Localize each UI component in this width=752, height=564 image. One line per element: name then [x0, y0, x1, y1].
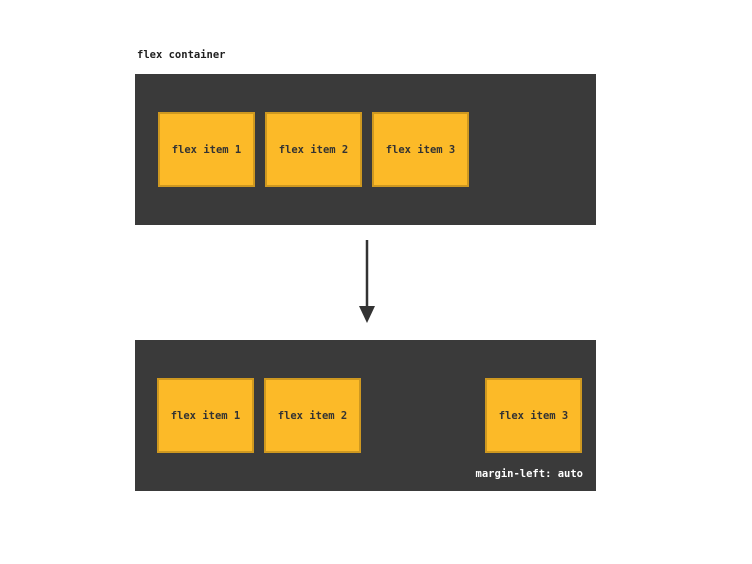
flex-container-label: flex container — [137, 49, 226, 61]
flex-container-before: flex item 1 flex item 2 flex item 3 — [135, 74, 596, 225]
flex-item-1: flex item 1 — [157, 378, 254, 453]
flex-item-1: flex item 1 — [158, 112, 255, 187]
flex-container-after: flex item 1 flex item 2 flex item 3 marg… — [135, 340, 596, 491]
margin-left-auto-label: margin-left: auto — [475, 468, 583, 480]
flex-item-3: flex item 3 — [372, 112, 469, 187]
flex-item-2: flex item 2 — [265, 112, 362, 187]
flex-item-2: flex item 2 — [264, 378, 361, 453]
flex-item-3-margin-left-auto: flex item 3 — [485, 378, 582, 453]
down-arrow-icon — [359, 240, 375, 323]
